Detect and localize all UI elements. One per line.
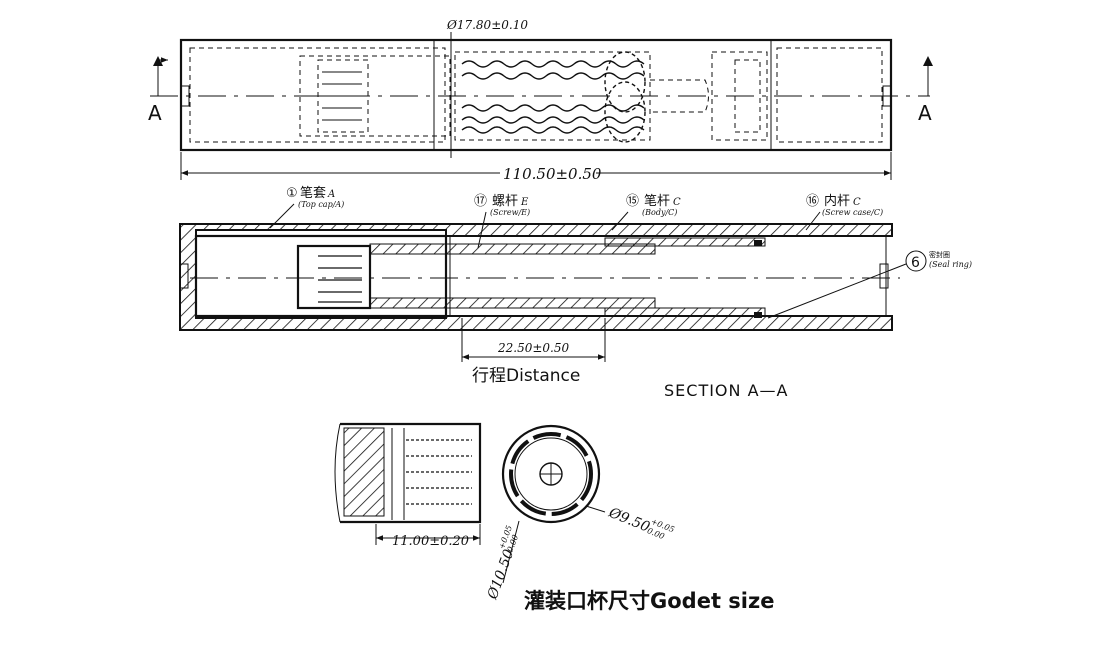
godet-caption: 灌装口杯尺寸Godet size (524, 589, 774, 613)
dim-godet-depth: 11.00±0.20 (392, 534, 469, 549)
dim-godet-outer: Ø10.50 (484, 547, 517, 602)
svg-text:⑰: ⑰ (474, 194, 487, 209)
svg-text:6: 6 (911, 255, 920, 271)
screw-thread-pattern (461, 51, 646, 143)
section-mark-right: A (918, 101, 932, 125)
svg-text:⑯: ⑯ (806, 194, 819, 209)
seal-ring-bottom (754, 312, 762, 318)
svg-text:密封圈: 密封圈 (929, 250, 950, 259)
section-arrow-right: A (918, 56, 933, 125)
svg-text:笔套: 笔套 (300, 185, 326, 201)
dim-godet-inner: Ø9.50 (606, 504, 653, 535)
dim-diameter: Ø17.80±0.10 (446, 18, 528, 32)
svg-text:内杆: 内杆 (824, 193, 850, 209)
section-arrow-left: A (148, 56, 168, 125)
svg-text:(Top cap/A): (Top cap/A) (298, 200, 344, 209)
callout-screw: ⑰ 螺杆 E (Screw/E) (474, 194, 530, 249)
section-title: SECTION A—A (664, 381, 788, 400)
section-view: ① 笔套 A (Top cap/A) ⑰ 螺杆 E (Screw/E) ⑮ 笔杆… (179, 185, 972, 400)
svg-text:C: C (673, 197, 681, 208)
svg-text:(Screw/E): (Screw/E) (490, 208, 530, 217)
godet-top-view: Ø10.50 +0.05 0.00 Ø9.50 +0.05 0.00 (484, 424, 676, 602)
callout-body: ⑮ 笔杆 C (Body/C) (611, 193, 681, 231)
svg-text:(Body/C): (Body/C) (642, 208, 677, 217)
dim-travel: 22.50±0.50 (497, 341, 569, 355)
svg-text:(Seal ring): (Seal ring) (929, 260, 972, 269)
top-view: A A Ø17.80±0.10 110.50±0.50 (148, 18, 933, 183)
pen-outline (179, 38, 893, 152)
svg-text:E: E (520, 197, 529, 208)
callout-top-cap: ① 笔套 A (Top cap/A) (269, 185, 344, 229)
length-dimension: 110.50±0.50 (180, 152, 892, 183)
svg-text:A: A (327, 189, 335, 200)
callout-seal-ring: 6 密封圈 (Seal ring) (767, 250, 972, 319)
travel-dimension: 22.50±0.50 行程Distance (461, 318, 606, 386)
section-mark-left: A (148, 101, 162, 125)
svg-text:(Screw case/C): (Screw case/C) (822, 208, 883, 217)
svg-text:笔杆: 笔杆 (644, 193, 670, 209)
svg-text:⑮: ⑮ (626, 194, 639, 209)
svg-text:C: C (853, 197, 861, 208)
seal-ring-top (754, 240, 762, 246)
godet-side-view: 11.00±0.20 (334, 422, 482, 549)
svg-text:螺杆: 螺杆 (492, 194, 518, 209)
travel-label: 行程Distance (472, 366, 580, 386)
callout-screw-case: ⑯ 内杆 C (Screw case/C) (805, 193, 883, 231)
dim-length: 110.50±0.50 (503, 165, 602, 183)
svg-text:①: ① (286, 186, 298, 201)
